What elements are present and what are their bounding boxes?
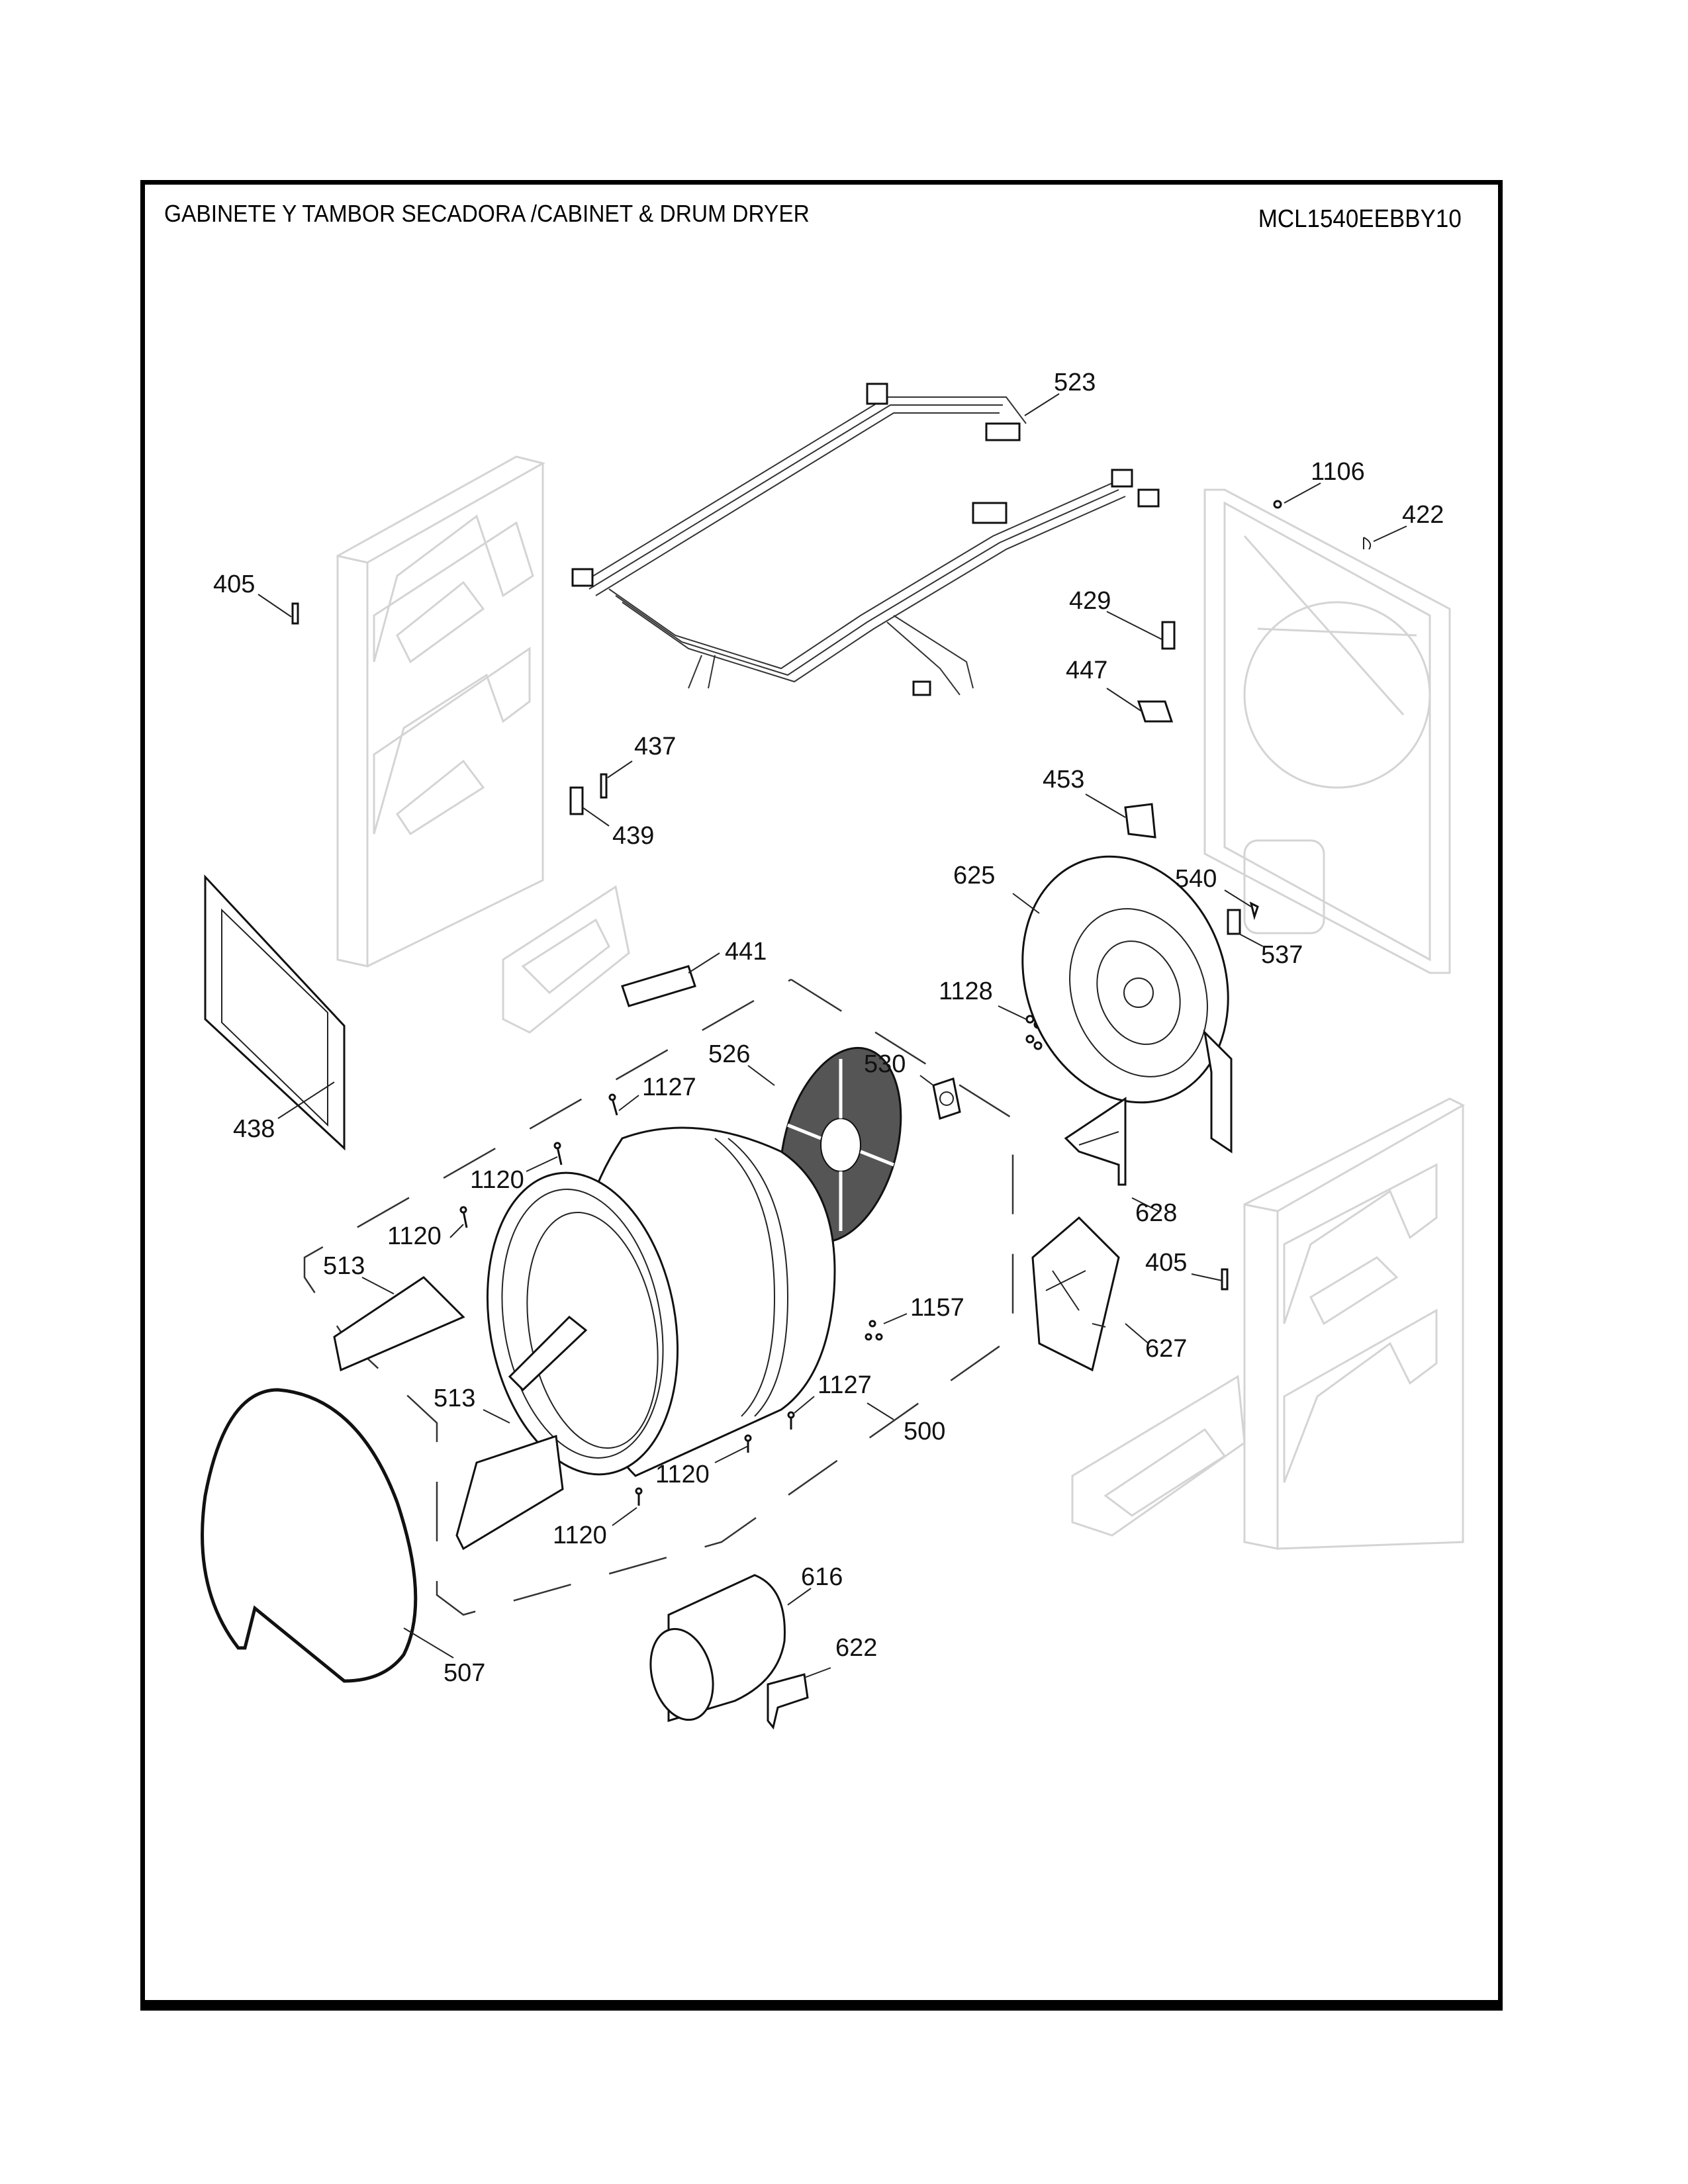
label-429: 429	[1069, 587, 1111, 615]
label-1157: 1157	[910, 1294, 964, 1322]
support-bracket-441	[621, 965, 696, 1007]
label-526: 526	[708, 1040, 750, 1068]
door-strike-405-left	[291, 602, 299, 625]
bearing-bracket-453	[1124, 803, 1156, 839]
label-438: 438	[233, 1115, 275, 1143]
belt-507	[201, 1388, 418, 1683]
label-507: 507	[444, 1659, 485, 1687]
label-625: 625	[953, 862, 995, 889]
door-strike-405-right	[1221, 1268, 1229, 1291]
bearing-plate-537	[1227, 909, 1241, 935]
label-405-right: 405	[1145, 1249, 1187, 1277]
label-453: 453	[1043, 766, 1084, 794]
label-513-upper: 513	[323, 1252, 365, 1280]
drum-baffle-513-bottom	[455, 1434, 564, 1551]
label-530: 530	[864, 1050, 906, 1078]
screw-1106	[1273, 500, 1282, 509]
label-523: 523	[1054, 369, 1096, 396]
label-622: 622	[835, 1634, 877, 1662]
label-439: 439	[612, 822, 654, 850]
label-1120-c: 1120	[655, 1461, 710, 1488]
drum-assembly-boundary	[303, 978, 1014, 1616]
label-1120-d: 1120	[553, 1522, 607, 1549]
label-537: 537	[1261, 941, 1303, 969]
pin-437	[600, 773, 608, 799]
label-500: 500	[904, 1418, 945, 1445]
front-panel-438	[204, 874, 346, 1151]
label-513-lower: 513	[434, 1385, 475, 1412]
label-1120-b: 1120	[387, 1222, 442, 1250]
bracket-429	[1161, 621, 1176, 650]
ghost-rear-panel	[1203, 488, 1451, 974]
ghost-left-side-panel	[336, 455, 546, 968]
motor-bracket-622	[767, 1673, 809, 1730]
label-405-left: 405	[213, 570, 255, 598]
leader-lines	[258, 393, 1407, 1678]
label-627: 627	[1145, 1335, 1187, 1363]
label-616: 616	[801, 1563, 843, 1591]
clip-540	[1249, 901, 1259, 921]
drum-baffle-513-lower	[508, 1315, 588, 1392]
label-540: 540	[1175, 865, 1217, 893]
switch-439	[569, 786, 584, 815]
plate-447	[1137, 700, 1174, 723]
model-number: MCL1540EEBBY10	[1258, 205, 1462, 233]
ghost-left-base-panel	[502, 885, 630, 1034]
drum-500	[486, 1126, 836, 1477]
label-422: 422	[1402, 501, 1444, 529]
drum-shaft-530	[932, 1077, 961, 1120]
wire-harness-523	[571, 383, 1160, 696]
label-447: 447	[1066, 657, 1107, 684]
page-title: GABINETE Y TAMBOR SECADORA /CABINET & DR…	[164, 200, 810, 227]
heater-housing-627	[1031, 1216, 1120, 1372]
label-1120-a: 1120	[470, 1166, 524, 1194]
drawing-frame	[140, 180, 1503, 2011]
ghost-right-base-panel	[1071, 1375, 1246, 1537]
blower-housing-625	[1021, 855, 1233, 1154]
drum-baffle-513-upper	[333, 1276, 465, 1372]
label-1127-top: 1127	[642, 1073, 696, 1101]
label-1106: 1106	[1311, 458, 1365, 486]
clip-422	[1363, 537, 1372, 550]
ghost-right-side-panel	[1243, 1097, 1466, 1550]
duct-bracket-628	[1064, 1097, 1127, 1186]
label-1128: 1128	[939, 978, 993, 1005]
label-1127-bottom: 1127	[818, 1371, 872, 1399]
motor-616	[649, 1574, 786, 1723]
label-628: 628	[1135, 1199, 1177, 1227]
screws-drum	[459, 1093, 883, 1506]
label-441: 441	[725, 938, 767, 966]
label-437: 437	[634, 733, 676, 760]
